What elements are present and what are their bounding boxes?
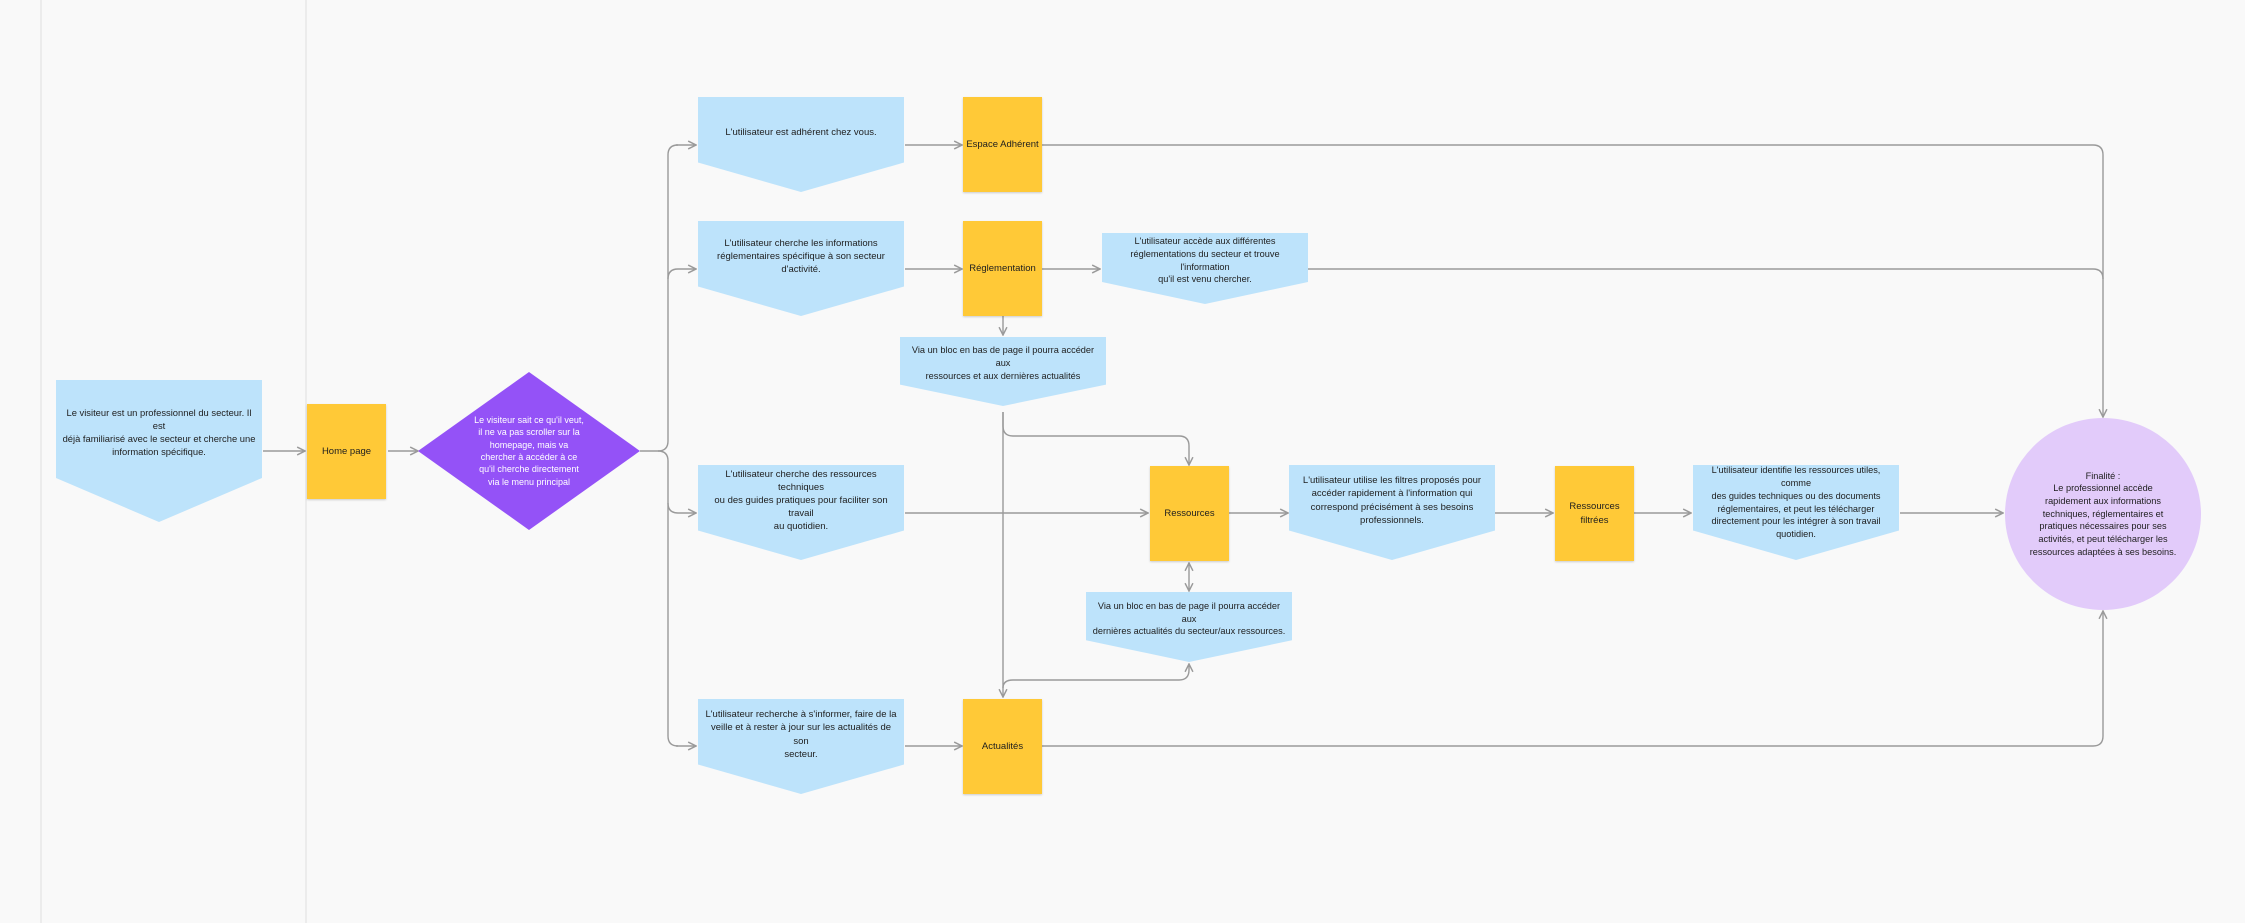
adherent-path-text: L'utilisateur est adhérent chez vous. <box>725 126 877 138</box>
home-page-label: Home page <box>321 445 372 457</box>
edge-actualites-final <box>1042 611 2103 747</box>
decision-text: Le visiteur sait ce qu'il veut, il ne va… <box>474 414 584 487</box>
espace-adherent-sticky[interactable]: Espace Adhérent <box>963 97 1042 192</box>
finalite-circle[interactable]: Finalité : Le professionnel accède rapid… <box>2005 418 2201 610</box>
actualites-label: Actualités <box>981 740 1024 752</box>
edge-decision-branches <box>640 144 679 452</box>
bloc-reglementation-text: Via un bloc en bas de page il pourra acc… <box>911 345 1095 381</box>
reglementation-sticky[interactable]: Réglementation <box>963 221 1042 316</box>
ressources-filtrees-sticky[interactable]: Ressources filtrées <box>1555 466 1634 561</box>
reglementation-path-text: L'utilisateur cherche les informations r… <box>717 237 885 276</box>
edge-to-ressources-path <box>667 502 696 513</box>
edge-reglementation-result-final <box>1308 268 2104 280</box>
ressources-sticky[interactable]: Ressources <box>1150 466 1229 561</box>
finalite-text: Finalité : Le professionnel accède rapid… <box>2029 470 2177 557</box>
lane-divider-left <box>40 0 42 923</box>
actualites-path-text: L'utilisateur recherche à s'informer, fa… <box>705 709 897 760</box>
ressources-filtrees-label: Ressources filtrées <box>1569 501 1620 526</box>
home-page-sticky[interactable]: Home page <box>307 404 386 499</box>
edge-to-reglementation-path <box>667 269 696 280</box>
ressources-path-text: L'utilisateur cherche des ressources tec… <box>714 468 888 533</box>
start-persona-text: Le visiteur est un professionnel du sect… <box>62 407 256 457</box>
identifie-text: L'utilisateur identifie les ressources u… <box>1711 465 1881 539</box>
filtres-text: L'utilisateur utilise les filtres propos… <box>1302 475 1482 526</box>
reglementation-result-text: L'utilisateur accède aux différentes rég… <box>1130 236 1280 285</box>
edge-adherent-final <box>1042 144 2103 417</box>
bloc-ressources-text: Via un bloc en bas de page il pourra acc… <box>1092 600 1286 637</box>
espace-adherent-label: Espace Adhérent <box>966 138 1039 150</box>
actualites-sticky[interactable]: Actualités <box>963 699 1042 794</box>
reglementation-label: Réglementation <box>969 262 1036 274</box>
edge-bloc-ressources-join <box>1002 664 1189 689</box>
edge-bloc-ressources <box>1002 412 1189 465</box>
ressources-label: Ressources <box>1164 507 1215 519</box>
lane-divider-right <box>305 0 307 923</box>
